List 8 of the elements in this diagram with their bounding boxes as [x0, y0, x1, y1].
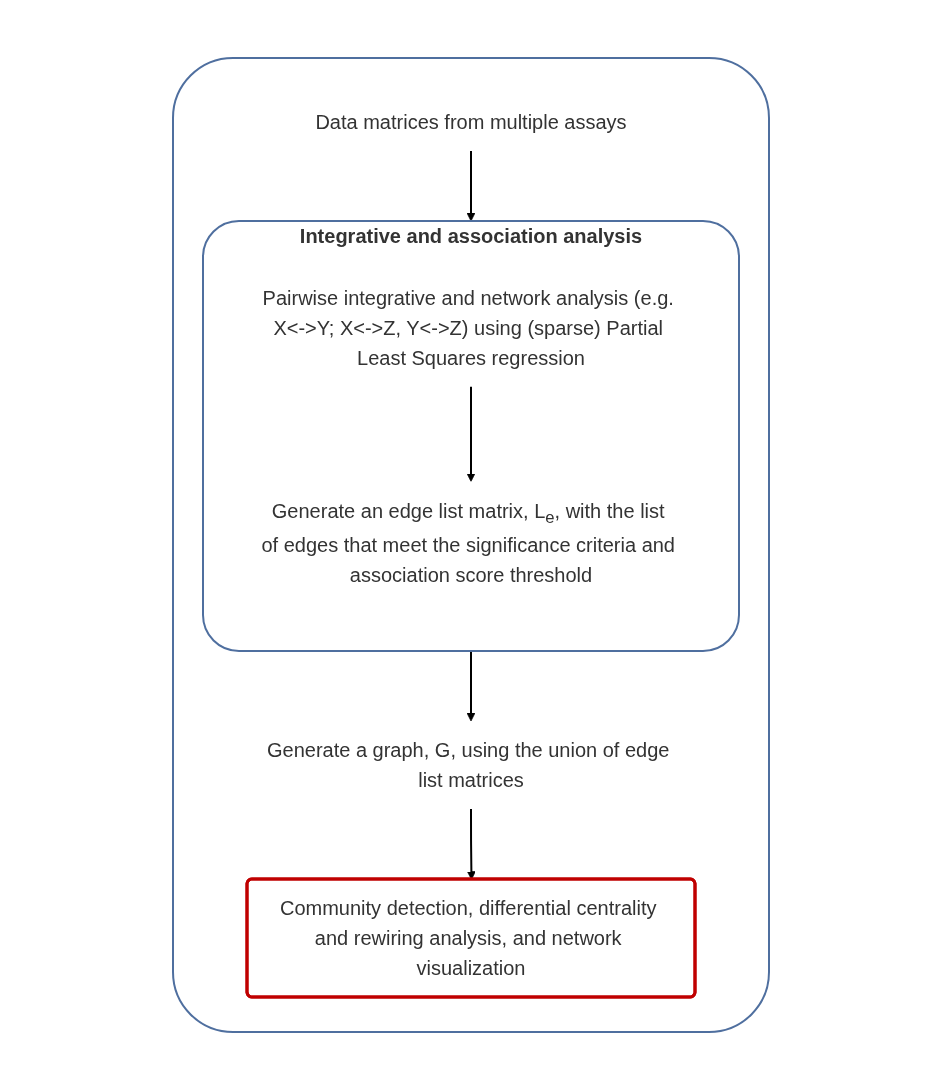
node-text: Generate an edge list matrix, L$_{e}$, with the list of edges that meet the significance criteria and association score threshold [260, 499, 675, 585]
node-text: Pairwise integrative and network analysis (e.g. X<->Y; X<->Z, Y<->Z) using (sparse) Partial Least Squares regression [262, 286, 674, 368]
cluster [171, 56, 770, 1033]
node-text: Generate a graph, G, using the union of edge list matrices [266, 738, 669, 791]
arrow [466, 385, 475, 482]
node-text: Data matrices from multiple assays [314, 110, 627, 133]
arrow [466, 149, 475, 221]
arrow [466, 649, 475, 721]
